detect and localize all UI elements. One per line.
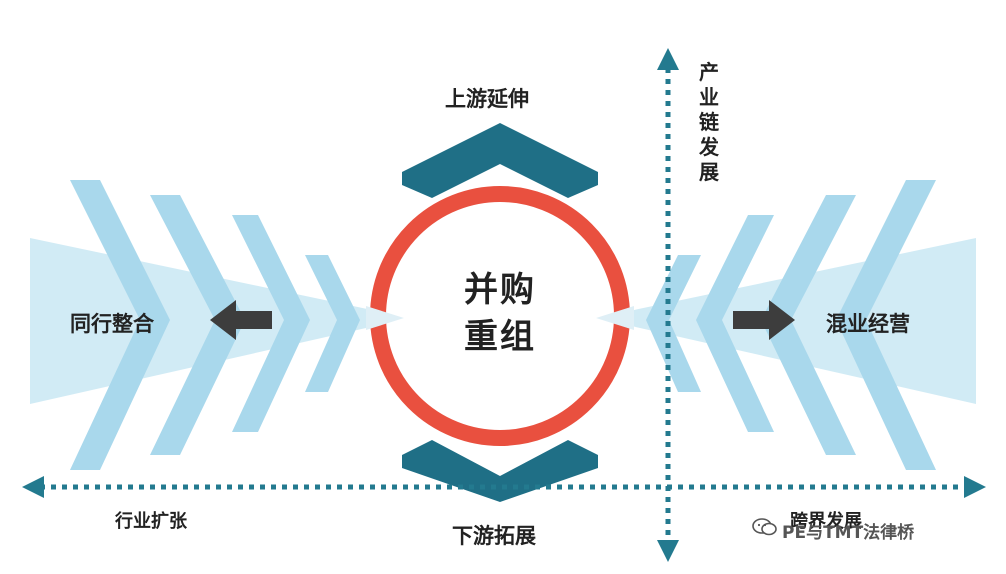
vertical-axis-bottom-arrowhead [657,540,679,562]
right-chevron-1 [836,180,936,470]
bottom-label: 下游拓展 [452,524,536,548]
right-gray-arrow [733,300,795,340]
vertical-axis-label: 产业链发展 [699,60,719,184]
right-pointer [596,306,634,330]
right-chevron-3 [696,215,774,432]
left-gray-arrow [210,300,272,340]
left-chevron-4 [305,255,360,392]
watermark-text: PE与TMT法律桥 [782,523,915,543]
top-label: 上游延伸 [445,87,529,111]
right-label: 混业经营 [826,312,910,336]
left-pointer [366,306,404,330]
center-title-line2: 重组 [464,317,536,357]
left-label: 同行整合 [70,312,154,336]
right-chevron-4 [646,255,701,392]
horizontal-axis-left-arrowhead [22,476,44,498]
horizontal-axis-right-arrowhead [964,476,986,498]
wechat-icon [752,518,777,536]
horizontal-axis-left-label: 行业扩张 [115,511,187,532]
left-chevron-3 [232,215,310,432]
center-title-line1: 并购 [464,270,536,310]
horizontal-axis-right-label: 跨界发展 [790,511,862,532]
top-chevron [402,123,598,198]
vertical-axis-top-arrowhead [657,48,679,70]
bottom-chevron [402,440,598,502]
left-chevron-1 [70,180,170,470]
